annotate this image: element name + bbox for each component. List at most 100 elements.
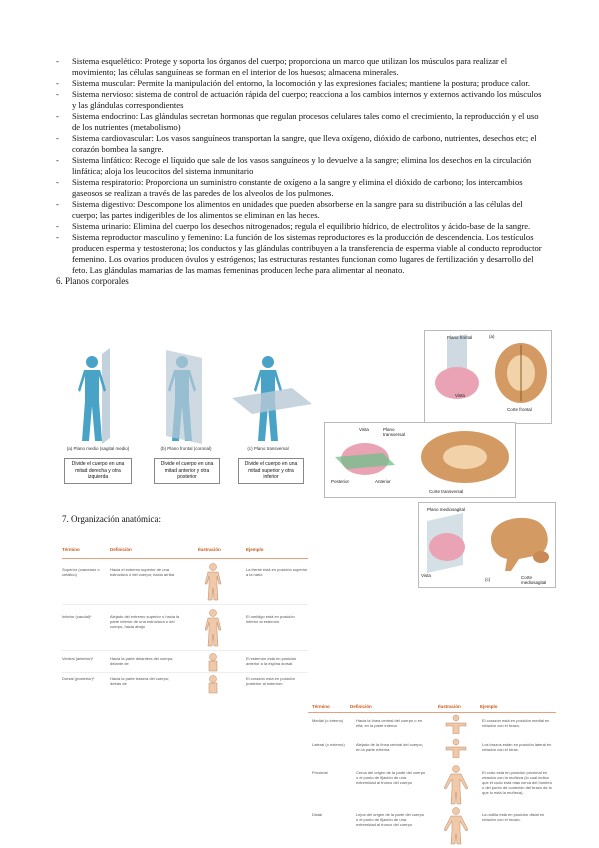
brain-frontal-art: [435, 334, 547, 403]
table-cell-definition: Hacia la parte delantera del cuerpo; del…: [110, 656, 174, 666]
illustration-arm-icon: [445, 714, 467, 734]
section-heading-planos: 6. Planos corporales: [56, 276, 129, 286]
illustration-body-icon: [443, 807, 469, 845]
column-header-example: Ejemplo: [246, 547, 264, 552]
table-cell-example: El ombligo está en posición inferior al …: [246, 614, 295, 624]
label-vista: Vista: [421, 573, 431, 578]
brain-sagittal-art: [427, 513, 549, 573]
head-shape: [262, 356, 274, 368]
label-plano-mediosagital: Plano mediosagital: [427, 507, 466, 512]
table-cell-term: Superior (craneano o cefálico): [62, 567, 100, 577]
bullet-dash: -: [56, 221, 59, 231]
table-cell-definition: Lejos del origen de la parte del cuerpo …: [356, 812, 425, 827]
caption-transversal: Corte transversal: [429, 489, 464, 494]
table-cell-example: Los brazos están en posición lateral en …: [482, 742, 552, 752]
table-cell-definition: Hacia la línea central del cuerpo o en e…: [356, 718, 423, 728]
label-anterior: Anterior: [375, 479, 391, 484]
transverse-plane: [232, 388, 312, 414]
brain-sagittal-panel: Plano mediosagital Vista Corte mediosagi…: [418, 502, 556, 588]
list-item: - Sistema linfático: Recoge el líquido qu…: [56, 155, 542, 177]
bullet-dash: -: [56, 177, 59, 187]
list-item: -Sistema endocrino: Las glándulas secret…: [56, 111, 542, 133]
list-item: - Sistema cardiovascular: Los vasos sangu…: [56, 133, 542, 155]
list-item-text: Sistema muscular: Permite la manipulació…: [72, 78, 530, 88]
list-item: -Sistema digestivo: Descompone los alime…: [56, 199, 542, 221]
column-header-term: Término: [62, 547, 80, 552]
label-posterior: Posterior: [331, 479, 350, 484]
table-divider: [308, 712, 556, 713]
bullet-dash: -: [56, 56, 59, 66]
table-cell-term: Inferior (caudal)*: [62, 614, 92, 619]
plane-desc-b: Divide el cuerpo en una mitad anterior y…: [154, 458, 220, 484]
bullet-dash: -: [56, 232, 59, 242]
brain-pink: [429, 533, 465, 561]
plane-title-b: (b) Plano frontal (coronal): [160, 446, 212, 451]
table-cell-term: Ventral (anterior)*: [62, 656, 94, 661]
bullet-dash: -: [56, 199, 59, 209]
transverse-plane: [335, 453, 395, 469]
midsagittal-plane: [102, 348, 110, 444]
list-item-text: Sistema respiratorio: Proporciona un sum…: [72, 177, 523, 198]
table-divider: [62, 558, 308, 559]
illustration-body-icon: [204, 609, 222, 647]
list-item-text: Sistema cardiovascular: Los vasos sanguí…: [72, 133, 537, 154]
table-cell-example: El corazón está en posición medial en re…: [482, 718, 550, 728]
column-header-definition: Definición: [350, 704, 372, 709]
illustration-arm-icon: [445, 738, 467, 758]
bullet-dash: -: [56, 155, 59, 165]
column-header-term: Término: [312, 704, 330, 709]
list-item-text: Sistema esquelético: Protege y soporta l…: [72, 56, 508, 77]
table-cell-definition: Alejado del extremo superior o hacia la …: [110, 614, 180, 629]
brain-pink: [435, 367, 479, 399]
table-divider: [62, 604, 308, 605]
brain-tan: [491, 517, 548, 571]
list-item-text: Sistema linfático: Recoge el líquido que…: [72, 155, 532, 176]
table-cell-definition: Cerca del origen de la parte del cuerpo …: [356, 770, 426, 785]
table-cell-term: Proximal: [312, 770, 328, 775]
label-plano-transversal: Plano transversal: [383, 427, 406, 437]
table-cell-example: El esternón está en posición anterior a …: [246, 656, 297, 666]
list-item: - Sistema respiratorio: Proporciona un su…: [56, 177, 542, 199]
table-cell-term: Medial (o interno): [312, 718, 344, 723]
body-planes-figure: [78, 348, 312, 444]
table-cell-example: El corazón está en posición posterior al…: [246, 676, 295, 686]
figure-transverse: [232, 356, 312, 441]
column-header-illustration: Ilustración: [198, 547, 221, 552]
table-cell-definition: Hacia la parte trasera del cuerpo; detrá…: [110, 676, 170, 686]
list-item-text: Sistema urinario: Elimina del cuerpo los…: [72, 221, 531, 231]
brain-frontal-panel: Plano frontal (a) Vista Corte frontal: [424, 330, 552, 424]
table-cell-example: El codo está en posición proximal en rel…: [482, 770, 553, 795]
label-tag-c: (c): [485, 577, 491, 582]
figure-midsagittal: [78, 348, 110, 444]
table-cell-term: Distal: [312, 812, 323, 817]
illustration-side-icon: [208, 653, 218, 672]
body-shape: [78, 370, 106, 441]
brain-transverse-art: [335, 431, 509, 483]
brain-inner: [443, 445, 487, 469]
caption-frontal: Corte frontal: [507, 407, 532, 412]
list-item-text: Sistema reproductor masculino y femenino…: [72, 232, 542, 275]
list-item: -Sistema nervioso: sistema de control de…: [56, 89, 542, 111]
head-shape: [86, 356, 98, 368]
column-header-illustration: Ilustración: [438, 704, 461, 709]
systems-list: - Sistema esquelético: Protege y soporta …: [56, 56, 542, 287]
column-header-definition: Definición: [110, 547, 132, 552]
list-item: - Sistema reproductor masculino y femenin…: [56, 232, 542, 276]
plane-desc-c: Divide el cuerpo en una mitad superior y…: [238, 458, 304, 484]
table-divider: [62, 672, 308, 673]
figure-frontal: [166, 350, 202, 444]
bullet-dash: -: [56, 133, 59, 143]
label-plano-frontal: Plano frontal: [447, 335, 473, 340]
list-item-text: Sistema nervioso: sistema de control de …: [72, 89, 542, 110]
illustration-side-icon: [208, 675, 218, 694]
label-vista: Vista: [359, 427, 369, 432]
list-item: -Sistema muscular: Permite la manipulaci…: [56, 78, 542, 89]
column-header-example: Ejemplo: [480, 704, 498, 709]
table-cell-example: La rodilla está en posición distal en re…: [482, 812, 545, 822]
plane-desc-a: Divide el cuerpo en una mitad derecha y …: [64, 458, 132, 484]
illustration-body-icon: [204, 563, 222, 601]
frontal-plane: [166, 350, 202, 444]
table-cell-term: Lateral (o externo): [312, 742, 345, 747]
table-cell-definition: Hacia el extremo superior de una estruct…: [110, 567, 175, 577]
label-tag-a: (a): [489, 334, 495, 339]
